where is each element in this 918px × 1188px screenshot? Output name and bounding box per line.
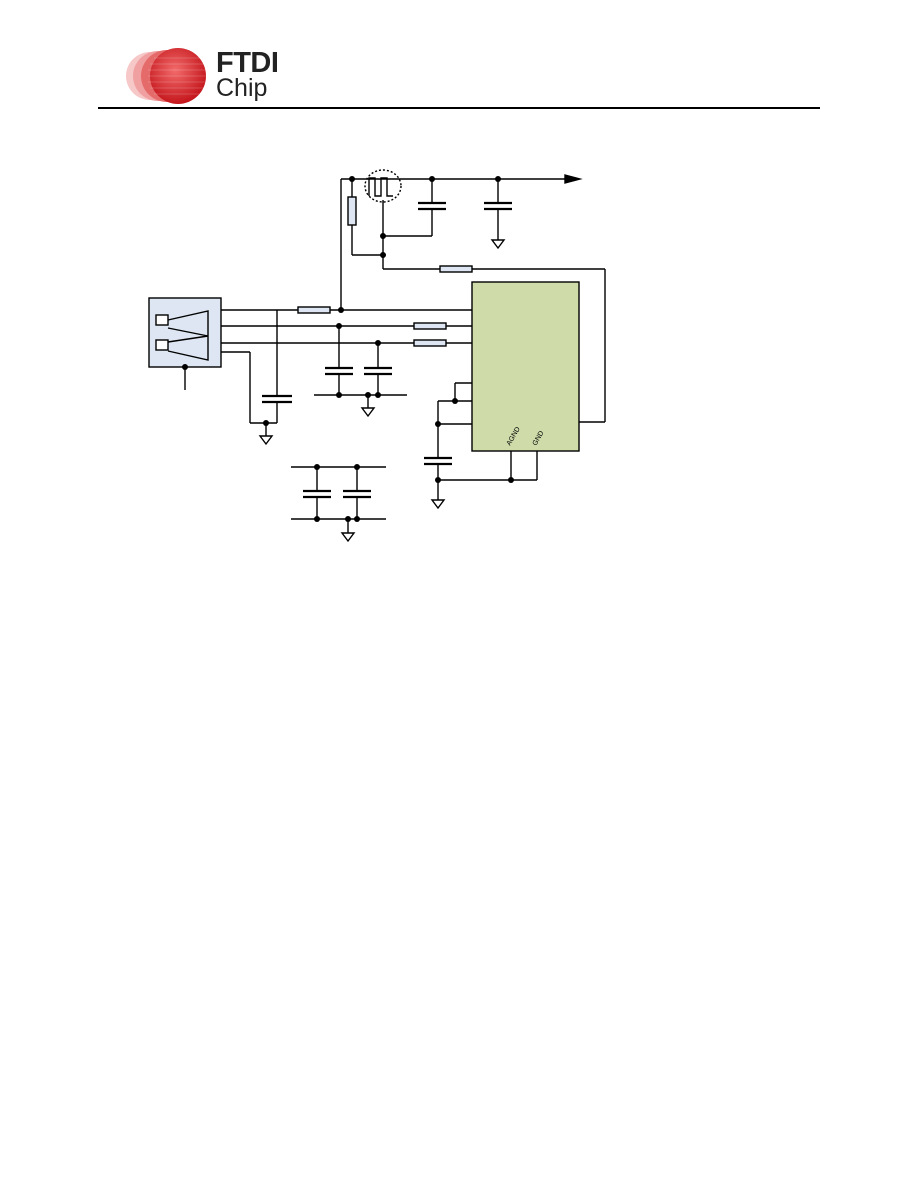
ground-icon	[258, 435, 274, 446]
junction-dot	[375, 340, 381, 346]
usb-divider-b	[167, 335, 209, 343]
junction-dot	[345, 516, 351, 522]
junction-dot	[452, 398, 458, 404]
junction-dot	[338, 307, 344, 313]
junction-dot	[182, 364, 188, 370]
output-arrow-icon	[564, 174, 583, 184]
junction-dot	[365, 392, 371, 398]
resistor-horizontal-icon	[439, 265, 473, 273]
logo-text-chip: Chip	[216, 74, 268, 102]
ground-icon	[430, 499, 446, 510]
header-divider	[98, 107, 820, 109]
usb-pad-2	[155, 339, 169, 351]
junction-dot	[349, 176, 355, 182]
junction-dots	[182, 176, 514, 522]
junction-dot	[435, 477, 441, 483]
ftdi-chip-logo: FTDI Chip	[120, 44, 290, 108]
junction-dot	[429, 176, 435, 182]
junction-dot	[495, 176, 501, 182]
junction-dot	[380, 233, 386, 239]
resistor-horizontal-icon	[297, 306, 331, 314]
junction-dot	[336, 323, 342, 329]
junction-dot	[435, 421, 441, 427]
junction-dot	[314, 464, 320, 470]
junction-dot	[354, 464, 360, 470]
logo-text-ftdi: FTDI	[216, 47, 279, 79]
ferrite-winding	[368, 177, 393, 197]
logo-wordmark: FTDI Chip	[216, 47, 279, 102]
ic-chip-body	[471, 281, 580, 452]
usb-divider-a	[167, 327, 209, 337]
junction-dot	[314, 516, 320, 522]
ground-icon	[360, 407, 376, 418]
junction-dot	[508, 477, 514, 483]
resistor-vertical-icon	[347, 196, 357, 226]
junction-dot	[263, 420, 269, 426]
junction-dot	[354, 516, 360, 522]
resistor-horizontal-icon	[413, 339, 447, 347]
ground-icon	[490, 239, 506, 250]
ferrite-bead-icon	[364, 169, 402, 203]
usb-pad-1	[155, 314, 169, 326]
logo-circle-icon	[126, 48, 206, 104]
junction-dot	[380, 252, 386, 258]
junction-dot	[336, 392, 342, 398]
junction-dot	[375, 392, 381, 398]
ground-icon	[340, 532, 356, 543]
resistor-horizontal-icon	[413, 322, 447, 330]
usb-connector-icon	[148, 297, 222, 368]
